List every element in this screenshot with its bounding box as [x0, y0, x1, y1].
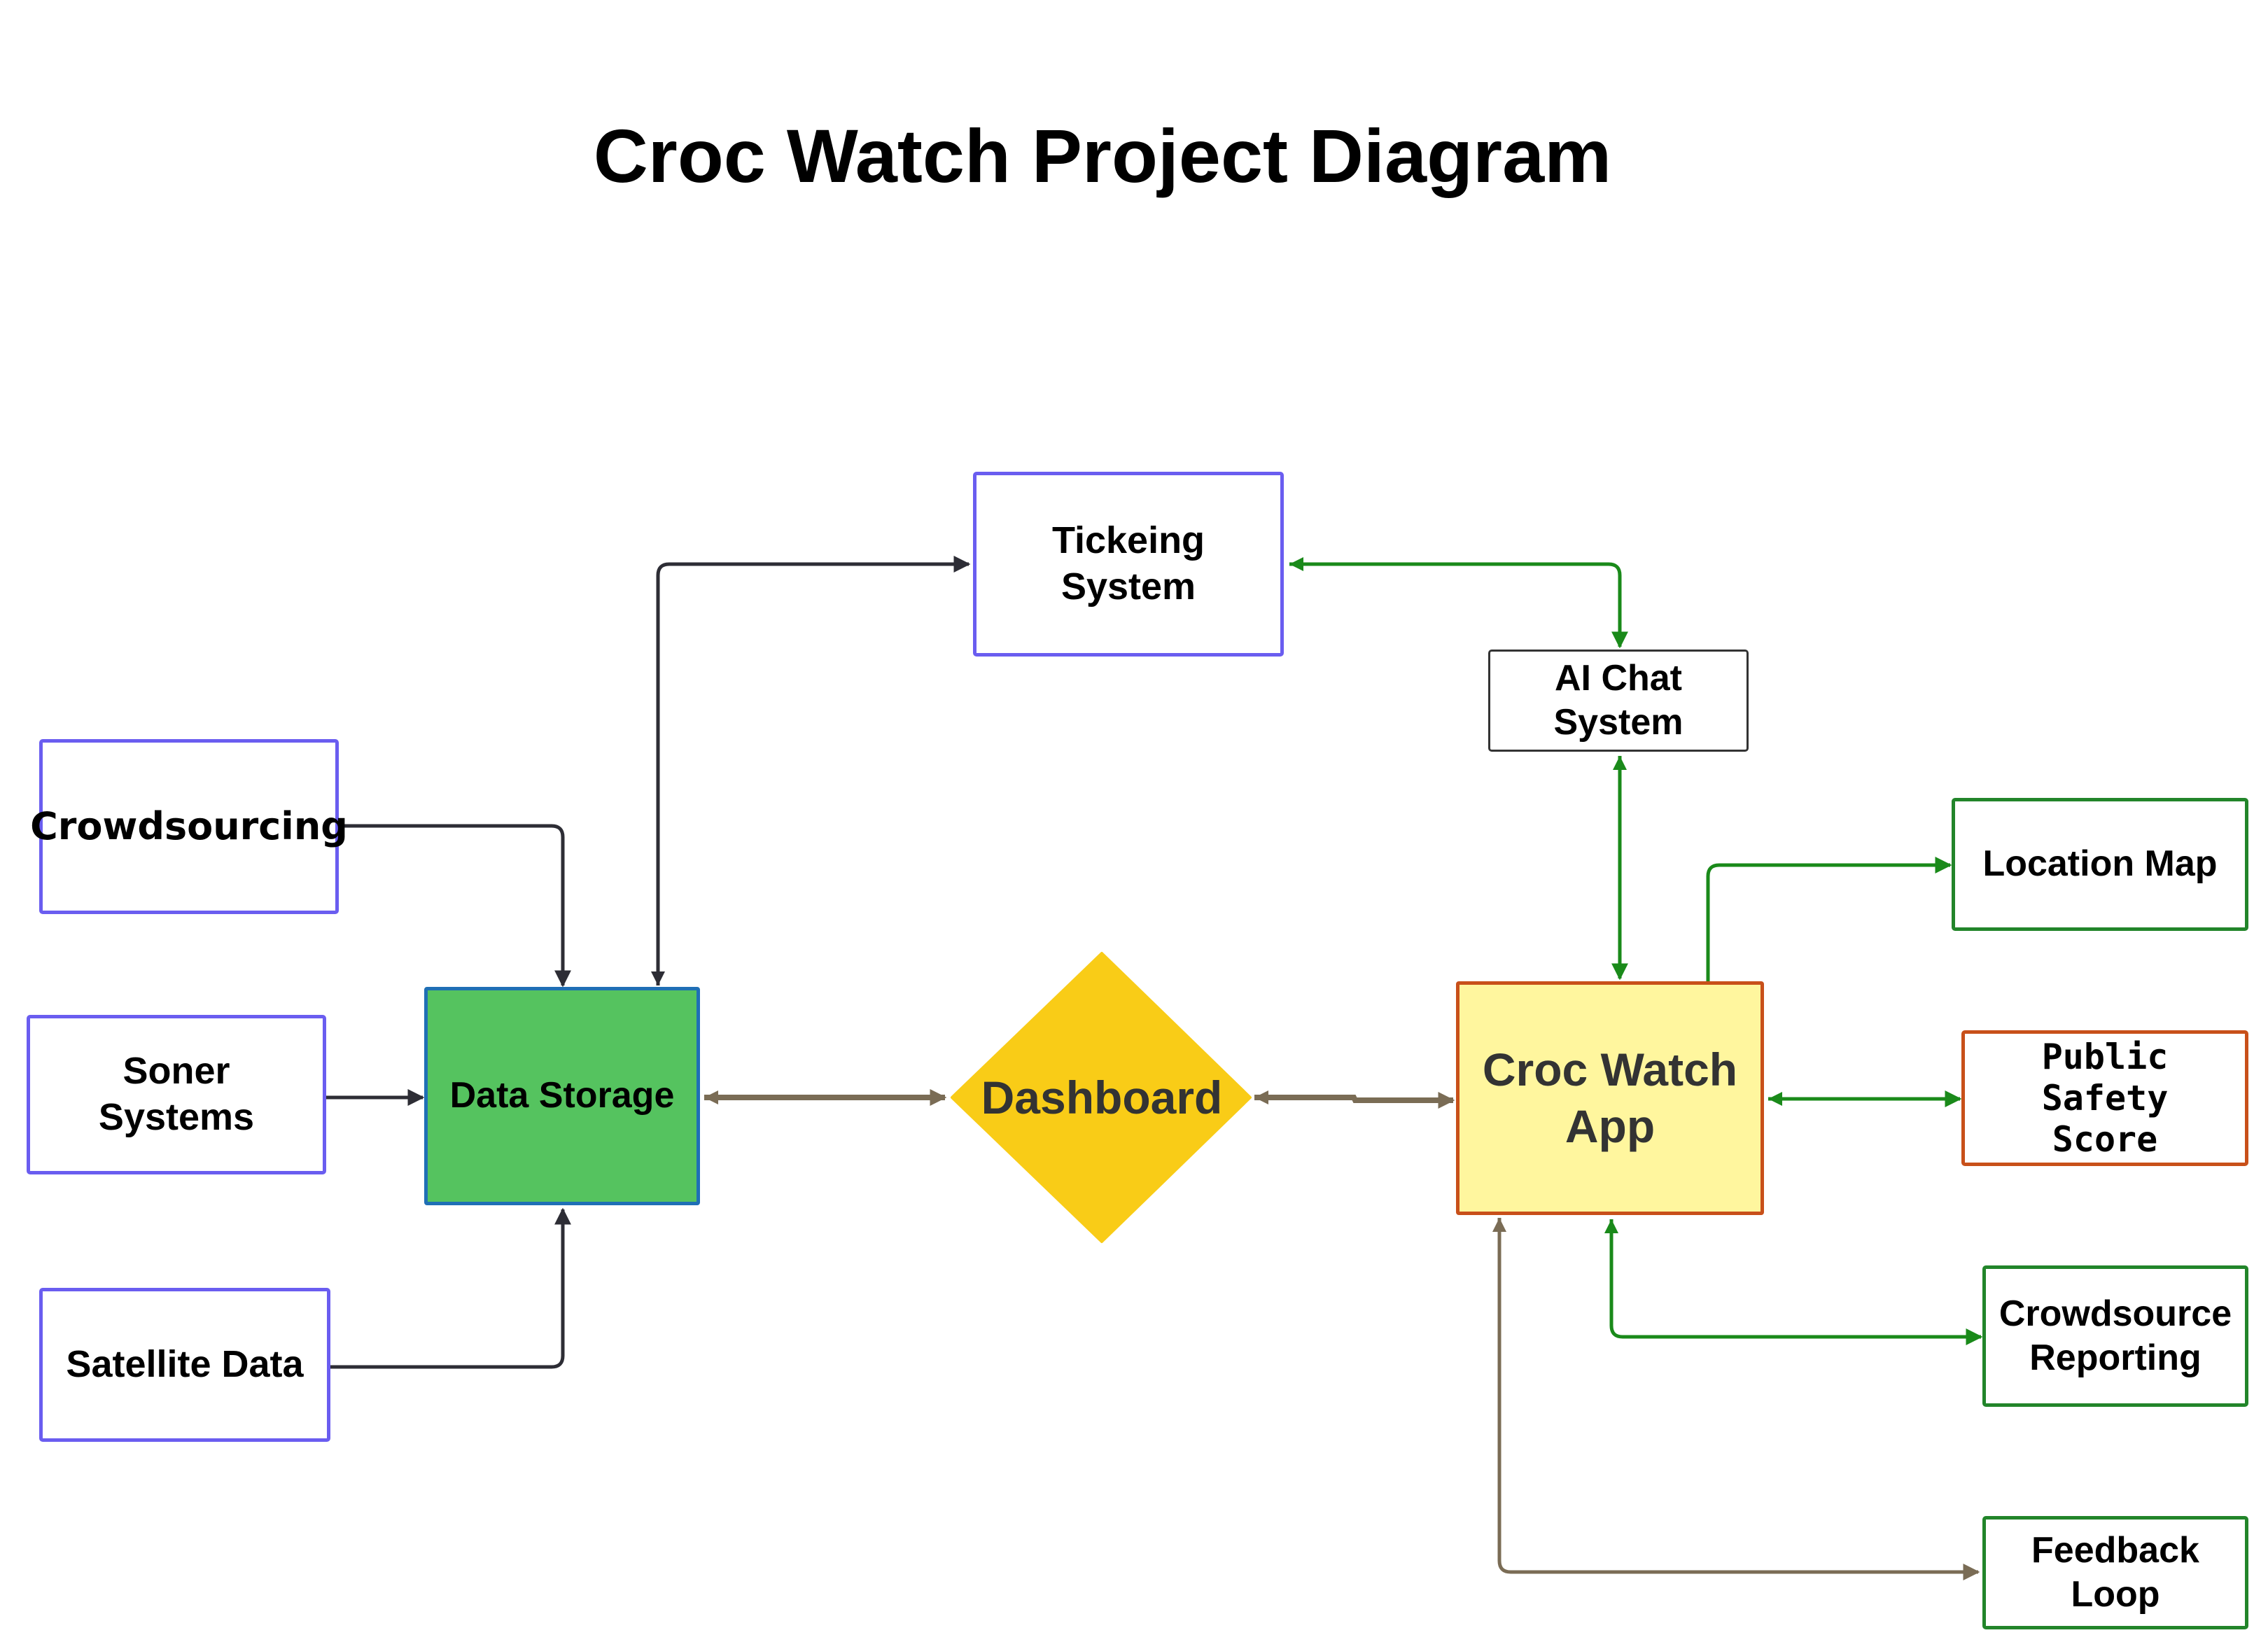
croc-watch-app-label: Croc Watch App: [1482, 1044, 1738, 1152]
public-safety-score-label: Public Safety Score: [2041, 1036, 2169, 1160]
edge-ticketing-ai-chat: [1289, 562, 1628, 649]
soner-systems-label: Soner Systems: [98, 1050, 255, 1138]
crowdsourcing-node: Crowdsourcing: [30, 739, 348, 914]
diagram-title: Croc Watch Project Diagram: [593, 113, 1612, 198]
feedback-loop-node: Feedback Loop: [1982, 1516, 2248, 1629]
ai-chat-system-node: AI Chat System: [1488, 650, 1749, 752]
dashboard-diamond: [951, 952, 1252, 1243]
edge-dashboard-app: [1254, 1092, 1455, 1109]
crowdsource-reporting-label: Crowdsource Reporting: [1998, 1293, 2232, 1378]
edge-app-feedback-loop: [1497, 1218, 1980, 1580]
edge-crowdsourcing-to-data-storage: [337, 824, 571, 988]
edge-app-crowdsource-reporting: [1609, 1219, 1983, 1345]
edge-app-location-map: [1706, 857, 1952, 983]
soner-systems-node: Soner Systems: [27, 1015, 326, 1174]
location-map-label: Location Map: [1982, 843, 2218, 885]
croc-watch-app-node: Croc Watch App: [1456, 981, 1764, 1215]
dashboard-node: Dashboard: [966, 1041, 1238, 1153]
data-storage-node: Data Storage: [424, 987, 700, 1205]
ticketing-system-label: Tickeing System: [1051, 519, 1205, 608]
edge-data-storage-to-ticketing: [656, 556, 971, 985]
public-safety-score-node: Public Safety Score: [1961, 1030, 2248, 1166]
satellite-data-node: Satellite Data: [39, 1288, 330, 1442]
crowdsourcing-label: Crowdsourcing: [30, 804, 348, 849]
data-storage-label: Data Storage: [449, 1075, 675, 1116]
ai-chat-system-label: AI Chat System: [1553, 657, 1684, 743]
location-map-node: Location Map: [1952, 798, 2248, 931]
crowdsource-reporting-node: Crowdsource Reporting: [1982, 1265, 2248, 1407]
dashboard-label: Dashboard: [981, 1071, 1223, 1123]
edge-satellite-to-data-storage: [329, 1207, 571, 1369]
satellite-data-label: Satellite Data: [66, 1343, 304, 1386]
feedback-loop-label: Feedback Loop: [2031, 1529, 2199, 1615]
reverse-arrowheads: [651, 557, 1782, 1233]
ticketing-system-node: Tickeing System: [973, 472, 1284, 657]
